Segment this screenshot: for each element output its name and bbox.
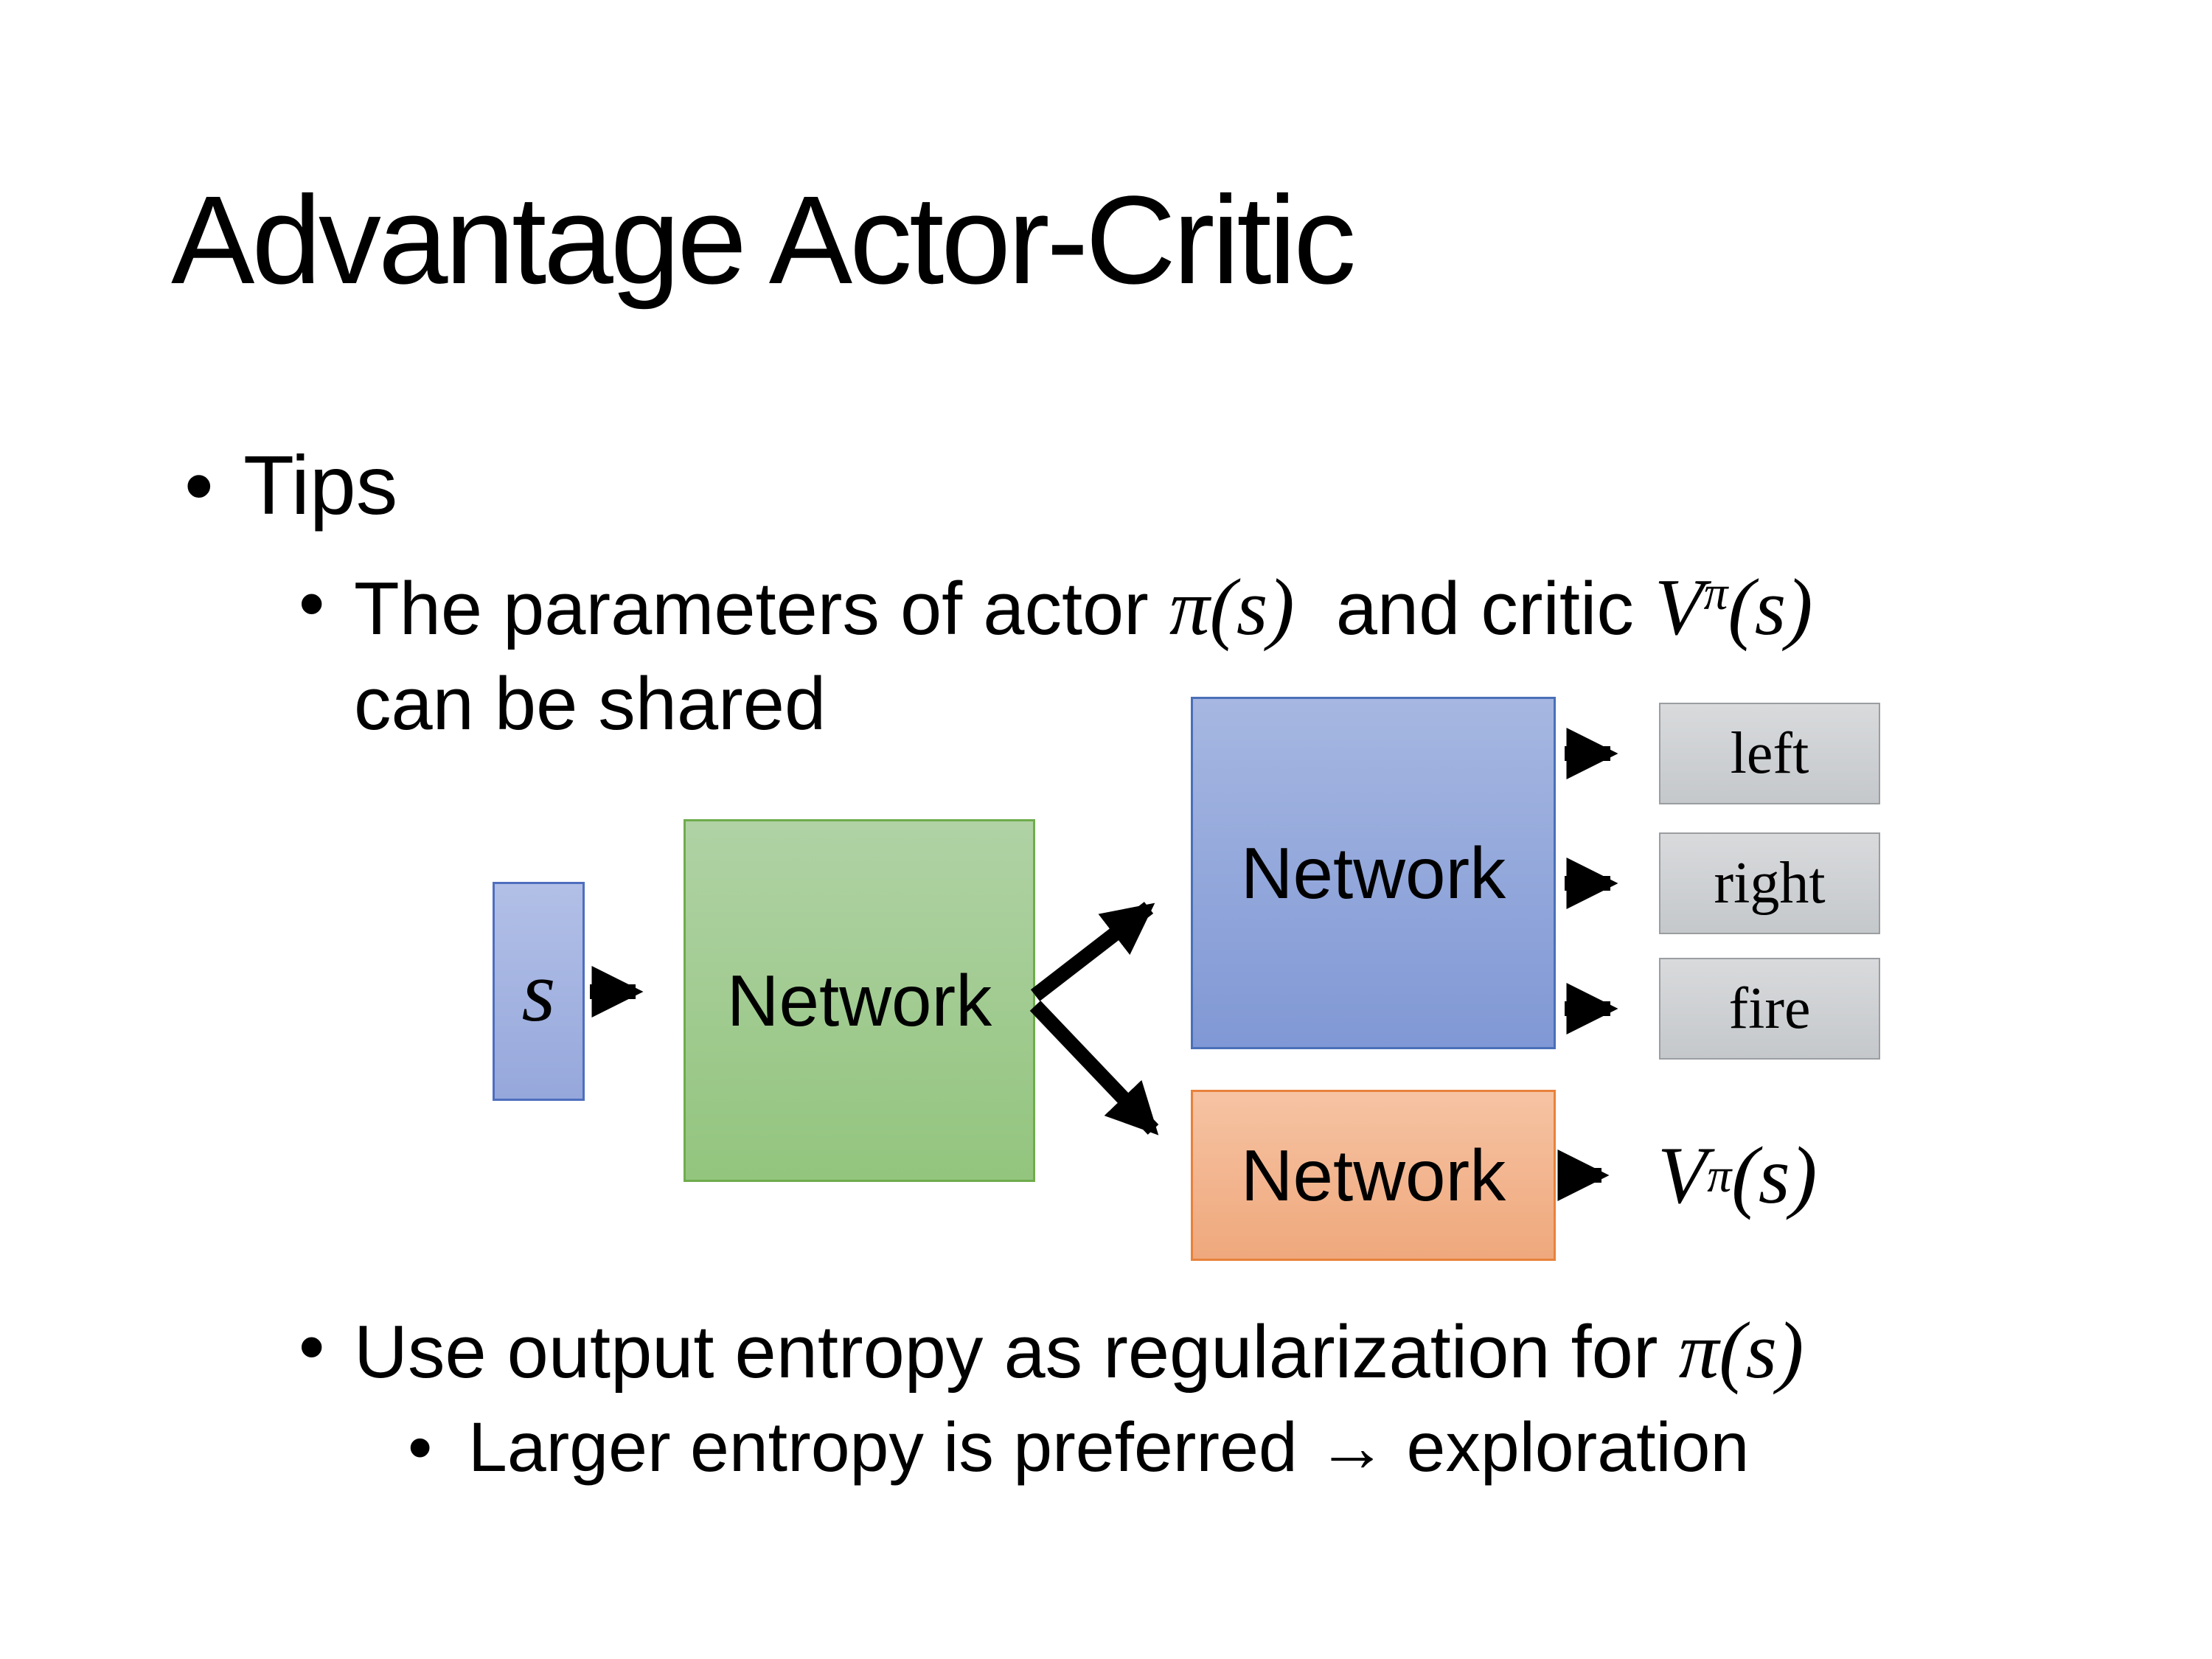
bullet-tips: • Tips (184, 434, 397, 538)
arrow-shared-to-critic (1029, 1001, 1159, 1135)
critic-value-math: Vπ(s) (1654, 563, 1813, 652)
action-label-right: right (1714, 850, 1826, 916)
shared-network-box: Network (684, 819, 1035, 1182)
bullet-exploration: • Larger entropy is preferred → explorati… (408, 1404, 1749, 1492)
actor-network-label: Network (1240, 832, 1506, 914)
action-box-left: left (1659, 703, 1880, 804)
parameters-text: The parameters of actor π(s) and critic … (354, 563, 1813, 652)
policy-math: π(s) (1678, 1306, 1804, 1395)
action-label-left: left (1730, 720, 1809, 786)
page-title: Advantage Actor-Critic (171, 170, 1356, 310)
tips-label: Tips (243, 439, 398, 532)
state-box: s (493, 882, 585, 1101)
critic-network-box: Network (1191, 1090, 1556, 1261)
actor-network-box: Network (1191, 697, 1556, 1049)
actor-policy-math: π(s) (1169, 563, 1295, 652)
entropy-text: Use output entropy as regularization for… (354, 1306, 1804, 1395)
bullet-parameters-line1: • The parameters of actor π(s) and critic… (299, 557, 1813, 658)
bullet-dot-icon: • (299, 563, 325, 645)
bullet-dot-icon: • (408, 1408, 433, 1486)
critic-network-label: Network (1240, 1134, 1506, 1216)
shared-network-label: Network (726, 959, 992, 1041)
arrow-shared-to-actor (1030, 902, 1155, 1001)
state-label: s (521, 942, 556, 1040)
exploration-text: Larger entropy is preferred → exploratio… (468, 1408, 1750, 1486)
action-label-fire: fire (1728, 975, 1811, 1041)
action-box-right: right (1659, 832, 1880, 934)
bullet-entropy: • Use output entropy as regularization fo… (299, 1301, 1804, 1401)
bullet-parameters-line2: can be shared (354, 663, 827, 745)
bullet-dot-icon: • (184, 439, 214, 532)
bullet-dot-icon: • (299, 1306, 325, 1388)
action-box-fire: fire (1659, 958, 1880, 1060)
